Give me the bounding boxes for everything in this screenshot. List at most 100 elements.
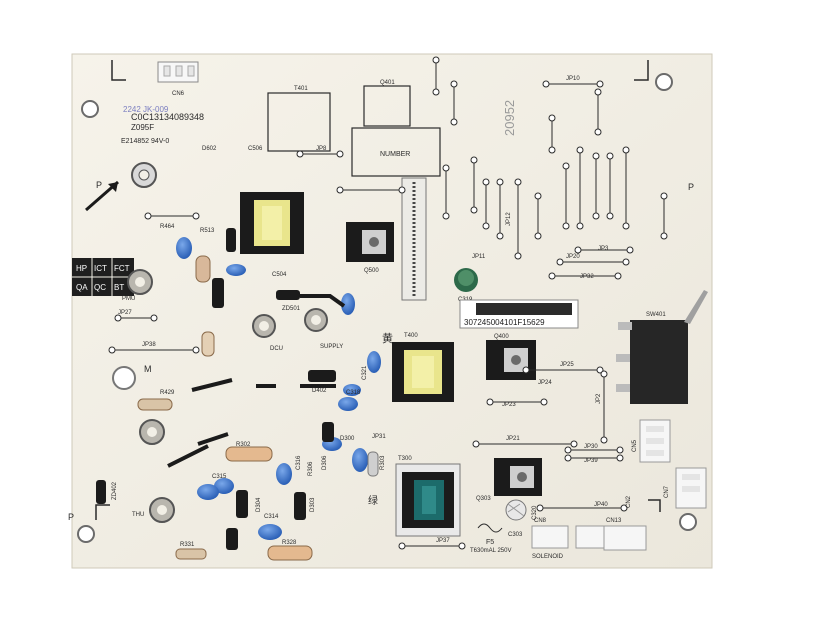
label-r429: R429 [160, 390, 175, 396]
pcb-board [71, 53, 713, 569]
silkscreen-bars [167, 294, 346, 468]
connector-cn7 [675, 467, 707, 509]
label-d300: D300 [340, 436, 355, 442]
label-c321: C321 [362, 365, 368, 380]
pin-header-strip [401, 177, 427, 301]
resistors [137, 255, 379, 561]
label-c314: C314 [264, 514, 279, 520]
black-components [96, 228, 336, 550]
label-jp12: JP12 [506, 212, 512, 226]
label-green-char: 绿 [368, 494, 378, 507]
label-jp38: JP38 [142, 342, 156, 348]
label-r328: R328 [282, 540, 297, 546]
label-jp2: JP2 [596, 393, 602, 404]
label-jp27: JP27 [118, 310, 132, 316]
label-jp3: JP3 [598, 246, 609, 252]
label-c318: C318 [346, 390, 361, 396]
label-r306: R306 [308, 461, 314, 476]
qc-cell-ict: ICT [94, 264, 107, 273]
label-d602: D602 [202, 146, 217, 152]
label-jp10: JP10 [566, 76, 580, 82]
label-fuse-rating: T630mAL 250V [470, 548, 511, 554]
transformer-t400 [392, 342, 454, 402]
blue-capacitors [176, 237, 381, 540]
model-number: 20952 [502, 100, 517, 136]
corner-marks [95, 60, 661, 520]
capacitor-c320: C320 [505, 499, 538, 521]
fuse-symbol [477, 523, 503, 533]
connector-cn13: CN13 [575, 518, 647, 551]
barcode-label: 307245004101F15629 [459, 299, 579, 329]
q401-outline [363, 85, 411, 127]
label-jp24: JP24 [538, 380, 552, 386]
transformer-t300 [395, 463, 461, 537]
board-id-sub: Z095F [131, 123, 154, 132]
label-m: M [144, 364, 152, 374]
ul-code: E214852 94V-0 [121, 138, 169, 145]
qc-cell-fct: FCT [114, 264, 130, 273]
qc-cell-bt: BT [114, 283, 124, 292]
connector-cn5 [639, 419, 671, 463]
number-box [351, 127, 441, 177]
label-jp8: JP8 [316, 146, 327, 152]
label-cn7: CN7 [664, 485, 670, 498]
label-sw401: SW401 [646, 312, 666, 318]
label-d304: D304 [256, 497, 262, 512]
corner-p-left: P [96, 180, 102, 190]
corner-p-bottom: P [68, 512, 74, 522]
label-t401: T401 [294, 86, 308, 92]
qc-cell-qc: QC [94, 283, 106, 292]
handwritten-marks: 2242 JK-009 [123, 105, 169, 114]
barcode-text: 307245004101F15629 [464, 318, 545, 327]
label-t300: T300 [398, 456, 412, 462]
label-supply: SUPPLY [320, 344, 343, 350]
label-c316: C316 [296, 455, 302, 470]
label-q303: Q303 [476, 496, 491, 502]
label-r303: R303 [380, 455, 386, 470]
microswitch-sw401: SW401 [616, 290, 708, 404]
label-zd501: ZD501 [282, 306, 301, 312]
label-cn6: CN6 [172, 91, 185, 97]
label-zd402: ZD402 [112, 481, 118, 500]
label-c303: C303 [508, 532, 523, 538]
label-dcu: DCU [270, 346, 283, 352]
label-c504: C504 [272, 272, 287, 278]
label-r513: R513 [200, 228, 215, 234]
label-cn2: CN2 [626, 495, 632, 508]
connector-cn6: CN6 [157, 61, 199, 97]
label-jp25: JP25 [560, 362, 574, 368]
label-q401: Q401 [380, 80, 395, 86]
label-r464: R464 [160, 224, 175, 230]
transistor-q500: Q500 [346, 222, 394, 274]
label-jp32: JP32 [580, 274, 594, 280]
label-solenoid: SOLENOID [532, 554, 564, 560]
label-jp23: JP23 [502, 402, 516, 408]
board-id-code: C0C13134089348 [131, 112, 204, 122]
label-jp31: JP31 [372, 434, 386, 440]
qc-table: HP ICT FCT QA QC BT [72, 258, 134, 296]
label-c320: C320 [532, 505, 538, 520]
label-jp20: JP20 [566, 254, 580, 260]
jumper-traces [108, 56, 668, 550]
label-yellow-char: 黄 [382, 331, 393, 345]
label-jp11: JP11 [472, 254, 486, 260]
transistor-q400: Q400 [486, 334, 536, 380]
label-jp21: JP21 [506, 436, 520, 442]
label-q400: Q400 [494, 334, 509, 340]
label-fuse: F5 [486, 539, 494, 546]
label-cn5: CN5 [632, 439, 638, 452]
label-r302: R302 [236, 442, 251, 448]
label-t400: T400 [404, 333, 418, 339]
label-d402: D402 [312, 388, 327, 394]
label-jp30: JP30 [584, 444, 598, 450]
mounting-holes [77, 73, 697, 543]
connector-cn8: CN8 [531, 518, 569, 549]
terminal-lugs [112, 269, 328, 523]
label-d306: D306 [322, 455, 328, 470]
qc-cell-hp: HP [76, 264, 87, 273]
label-jp39: JP39 [584, 458, 598, 464]
number-box-label: NUMBER [380, 151, 410, 158]
label-cn8: CN8 [534, 518, 547, 524]
corner-p-right: P [688, 182, 694, 192]
